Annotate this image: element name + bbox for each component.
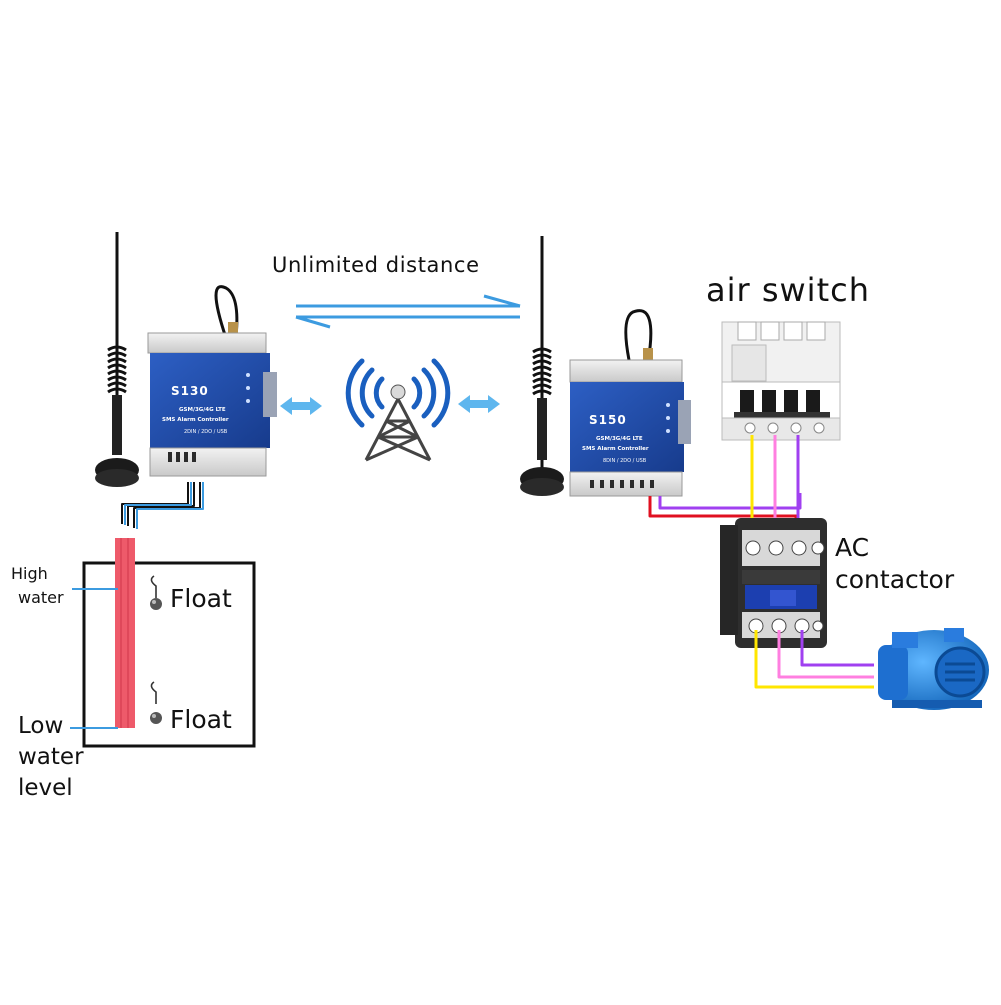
antenna-icon	[520, 236, 564, 496]
float-upper-label: Float	[170, 584, 232, 613]
s150-name-text: SMS Alarm Controller	[582, 446, 649, 452]
high-water-label-line2: water	[18, 588, 64, 607]
s130-controller: S130 GSM/3G/4G LTE SMS Alarm Controller …	[147, 285, 277, 477]
s150-io-text: 8DIN / 2DO / USB	[603, 458, 647, 464]
air-switch-label: air switch	[706, 271, 870, 309]
s150-controller: S150 GSM/3G/4G LTE SMS Alarm Controller …	[569, 309, 691, 497]
water-pump-icon	[878, 628, 989, 710]
power-wiring-bottom	[754, 630, 874, 689]
s150-bands-text: GSM/3G/4G LTE	[596, 436, 643, 442]
s150-model-text: S150	[589, 413, 627, 427]
sensor-cable	[121, 482, 204, 529]
cell-tower-icon	[345, 358, 451, 462]
s130-io-text: 2DIN / 2DO / USB	[184, 429, 228, 435]
level-pointers	[70, 588, 118, 729]
bidirectional-arrow-icon	[280, 397, 322, 415]
ac-contactor	[720, 518, 827, 648]
sensor-probe	[115, 538, 135, 728]
water-tank	[82, 561, 256, 748]
bidirectional-arrow-icon	[295, 294, 521, 329]
bidirectional-arrow-icon	[458, 395, 500, 413]
s130-name-text: SMS Alarm Controller	[162, 417, 229, 423]
s130-model-text: S130	[171, 384, 209, 398]
high-water-label-line1: High	[11, 564, 48, 583]
low-water-label-line2: water	[18, 744, 84, 770]
s130-bands-text: GSM/3G/4G LTE	[179, 407, 226, 413]
low-water-label-line1: Low	[18, 713, 64, 739]
float-switch-icon	[150, 681, 162, 724]
float-lower-label: Float	[170, 705, 232, 734]
antenna-icon	[95, 232, 139, 487]
low-water-label-line3: level	[18, 775, 73, 801]
unlimited-distance-label: Unlimited distance	[272, 253, 480, 277]
air-switch-breaker	[721, 321, 841, 441]
ac-contactor-label-line1: AC	[835, 533, 870, 562]
ac-contactor-label-line2: contactor	[835, 565, 955, 594]
float-switch-icon	[150, 575, 162, 610]
